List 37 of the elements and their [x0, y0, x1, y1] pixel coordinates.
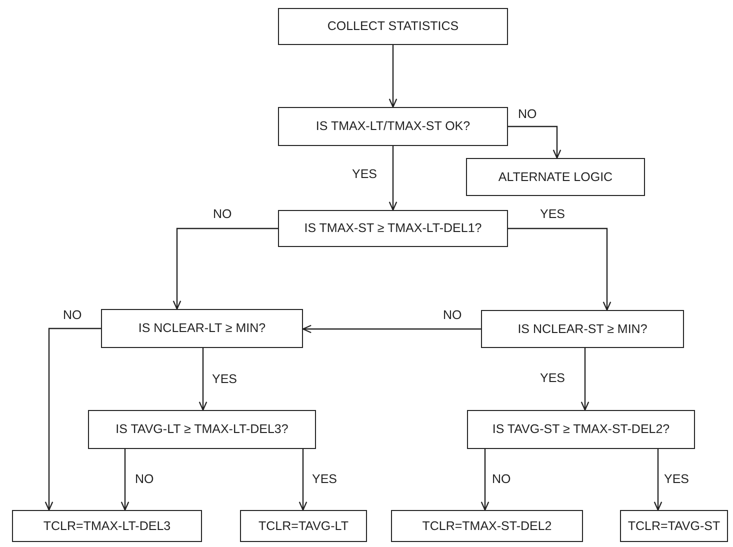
process-box: COLLECT STATISTICS	[278, 8, 508, 45]
edge-label: NO	[63, 309, 82, 322]
arrow	[120, 449, 130, 511]
arrow	[508, 126, 562, 159]
result-box: TCLR=TMAX-LT-DEL3	[12, 510, 202, 542]
process-box: ALTERNATE LOGIC	[466, 158, 645, 196]
decision-box: IS TMAX-ST ≥ TMAX-LT-DEL1?	[278, 210, 508, 247]
result-box: TCLR=TAVG-LT	[240, 510, 367, 542]
arrow	[388, 146, 398, 211]
decision-box: IS TAVG-LT ≥ TMAX-LT-DEL3?	[88, 410, 316, 449]
edge-label: NO	[518, 108, 537, 120]
edge-label: YES	[352, 168, 378, 180]
edge-label: YES	[540, 372, 566, 384]
arrow	[480, 449, 490, 511]
arrow	[508, 228, 612, 311]
edge-label: NO	[492, 473, 511, 486]
edge-label: YES	[312, 473, 338, 486]
result-box: TCLR=TAVG-ST	[620, 510, 728, 542]
decision-box: IS NCLEAR-LT ≥ MIN?	[101, 309, 303, 348]
decision-box: IS TMAX-LT/TMAX-ST OK?	[278, 107, 508, 146]
arrow	[44, 328, 101, 511]
arrow	[654, 449, 662, 511]
edge-label: NO	[443, 309, 462, 322]
edge-label: NO	[213, 208, 232, 220]
decision-box: IS TAVG-ST ≥ TMAX-ST-DEL2?	[467, 410, 695, 449]
arrow	[172, 228, 278, 310]
arrow	[388, 45, 398, 108]
edge-label: YES	[540, 208, 566, 220]
decision-box: IS NCLEAR-ST ≥ MIN?	[481, 310, 684, 348]
arrow	[198, 348, 208, 411]
arrow	[302, 324, 481, 334]
arrow	[580, 348, 590, 411]
edge-label: YES	[664, 473, 690, 486]
edge-label: NO	[135, 473, 154, 486]
edge-label: YES	[212, 373, 238, 386]
arrow	[298, 449, 308, 511]
result-box: TCLR=TMAX-ST-DEL2	[391, 510, 583, 542]
